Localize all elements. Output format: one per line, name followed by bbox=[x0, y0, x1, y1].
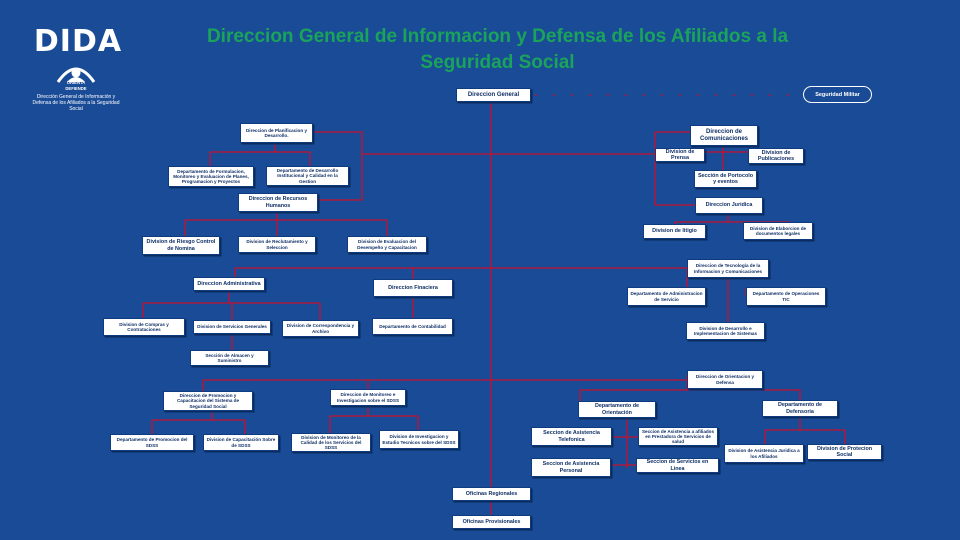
logo-tag-bottom: DEFIENDE bbox=[65, 86, 87, 91]
dep-orientacion-node: Departamento de Orientación bbox=[578, 401, 656, 418]
promocion-node: Direccion de Promocion y Capacitacion de… bbox=[163, 391, 253, 411]
orientacion-node: Direccion de Orientacion y Defensa bbox=[687, 370, 763, 389]
div-investigacion-node: Division de Investigacion y Estudio Tecn… bbox=[379, 430, 459, 449]
dep-administracion-node: Departamento de Administracion de Servic… bbox=[627, 287, 706, 306]
sec-telefonica-node: Seccion de Asistencia Telefonica bbox=[531, 427, 612, 446]
div-compras-node: Division de Compras y Contrataciones bbox=[103, 318, 185, 336]
oficinas-regionales-node: Oficinas Regionales bbox=[452, 487, 531, 501]
seguridad-militar-node: Seguridad Militar bbox=[803, 86, 872, 103]
dep-desarrollo-node: Departamento de Desarrollo Institucional… bbox=[266, 166, 349, 186]
div-prensa-node: Division de Prensa bbox=[655, 148, 705, 162]
logo-subtitle: Dirección General de Información y Defen… bbox=[32, 94, 120, 112]
rrhh-node: Direccion de Recursos Humanos bbox=[238, 193, 318, 212]
div-correspondencia-node: Division de Correspondencia y Archivo bbox=[282, 320, 359, 337]
div-monitoreo-node: Division de Monitoreo de la Calidad de l… bbox=[291, 433, 371, 452]
dep-operaciones-node: Departamento de Operaciones TIC bbox=[746, 287, 826, 306]
div-publicaciones-node: Division de Publicaciones bbox=[748, 148, 804, 164]
tic-node: Direccion de Tecnología de la Informacio… bbox=[687, 259, 769, 278]
logo-tag-top: ORIENTA bbox=[66, 80, 86, 85]
direccion-general-node: Direccion General bbox=[456, 88, 531, 102]
dep-defensoria-node: Departamento de Defensoria bbox=[762, 400, 838, 417]
dep-promocion-node: Departamento de Promocion del SDSS bbox=[110, 434, 194, 451]
sec-almacen-node: Sección de Almacen y Suministro bbox=[190, 350, 269, 366]
div-servicios-node: Division de Servicios Generales bbox=[193, 320, 271, 334]
planificacion-node: Direccion de Planificacion y Desarrollo. bbox=[240, 123, 313, 143]
sec-personal-node: Seccion de Asistencia Personal bbox=[531, 458, 611, 477]
div-evaluacion-node: Division de Evaluacion del Desempeño y C… bbox=[347, 236, 427, 253]
logo-emblem-icon bbox=[56, 67, 96, 83]
sec-linea-node: Seccion de Servicios en Linea bbox=[636, 458, 719, 473]
oficinas-provisionales-node: Oficinas Provisionales bbox=[452, 515, 531, 529]
dida-logo: DIDA ORIENTA DEFIENDE Dirección General … bbox=[30, 26, 125, 116]
div-nomina-node: Division de Riesgo Control de Nomina bbox=[142, 236, 220, 255]
dep-formulacion-node: Departamento de Formulacion, Monitoreo y… bbox=[168, 166, 254, 187]
div-proteccion-node: Division de Protecion Social bbox=[807, 444, 882, 460]
logo-wordmark: DIDA bbox=[33, 24, 123, 59]
juridica-node: Direccion Juridica bbox=[695, 197, 763, 214]
div-juridica-node: Division de Asistencia Juridica a los Af… bbox=[724, 444, 804, 463]
monitoreo-node: Direccion de Monitoreo e Investigacion s… bbox=[330, 389, 406, 406]
div-litigio-node: Division de litigio bbox=[643, 224, 706, 239]
dep-contabilidad-node: Departamento de Contabilidad bbox=[372, 318, 453, 335]
administrativa-node: Direccion Administrativa bbox=[193, 277, 265, 291]
div-documentos-node: Division de Elaborcion de documentos leg… bbox=[743, 222, 813, 240]
div-reclutamiento-node: Division de Reclutamiento y Seleccion bbox=[238, 236, 316, 253]
div-capacitacion-node: Division de Capacitación Sobre de SDSS bbox=[203, 434, 279, 451]
financiera-node: Direccion Finaciera bbox=[373, 279, 453, 297]
div-sistemas-node: Division de Desarrollo e Implementacion … bbox=[686, 322, 765, 340]
page-title: Direccion General de Informacion y Defen… bbox=[206, 26, 789, 73]
sec-asistencia-node: Seccion de Asistencia a afiliados en Pre… bbox=[638, 427, 718, 446]
comunicaciones-node: Direccion de Comunicaciones bbox=[690, 125, 758, 146]
sec-protocolo-node: Sección de Portocolo y eventos bbox=[694, 170, 757, 188]
